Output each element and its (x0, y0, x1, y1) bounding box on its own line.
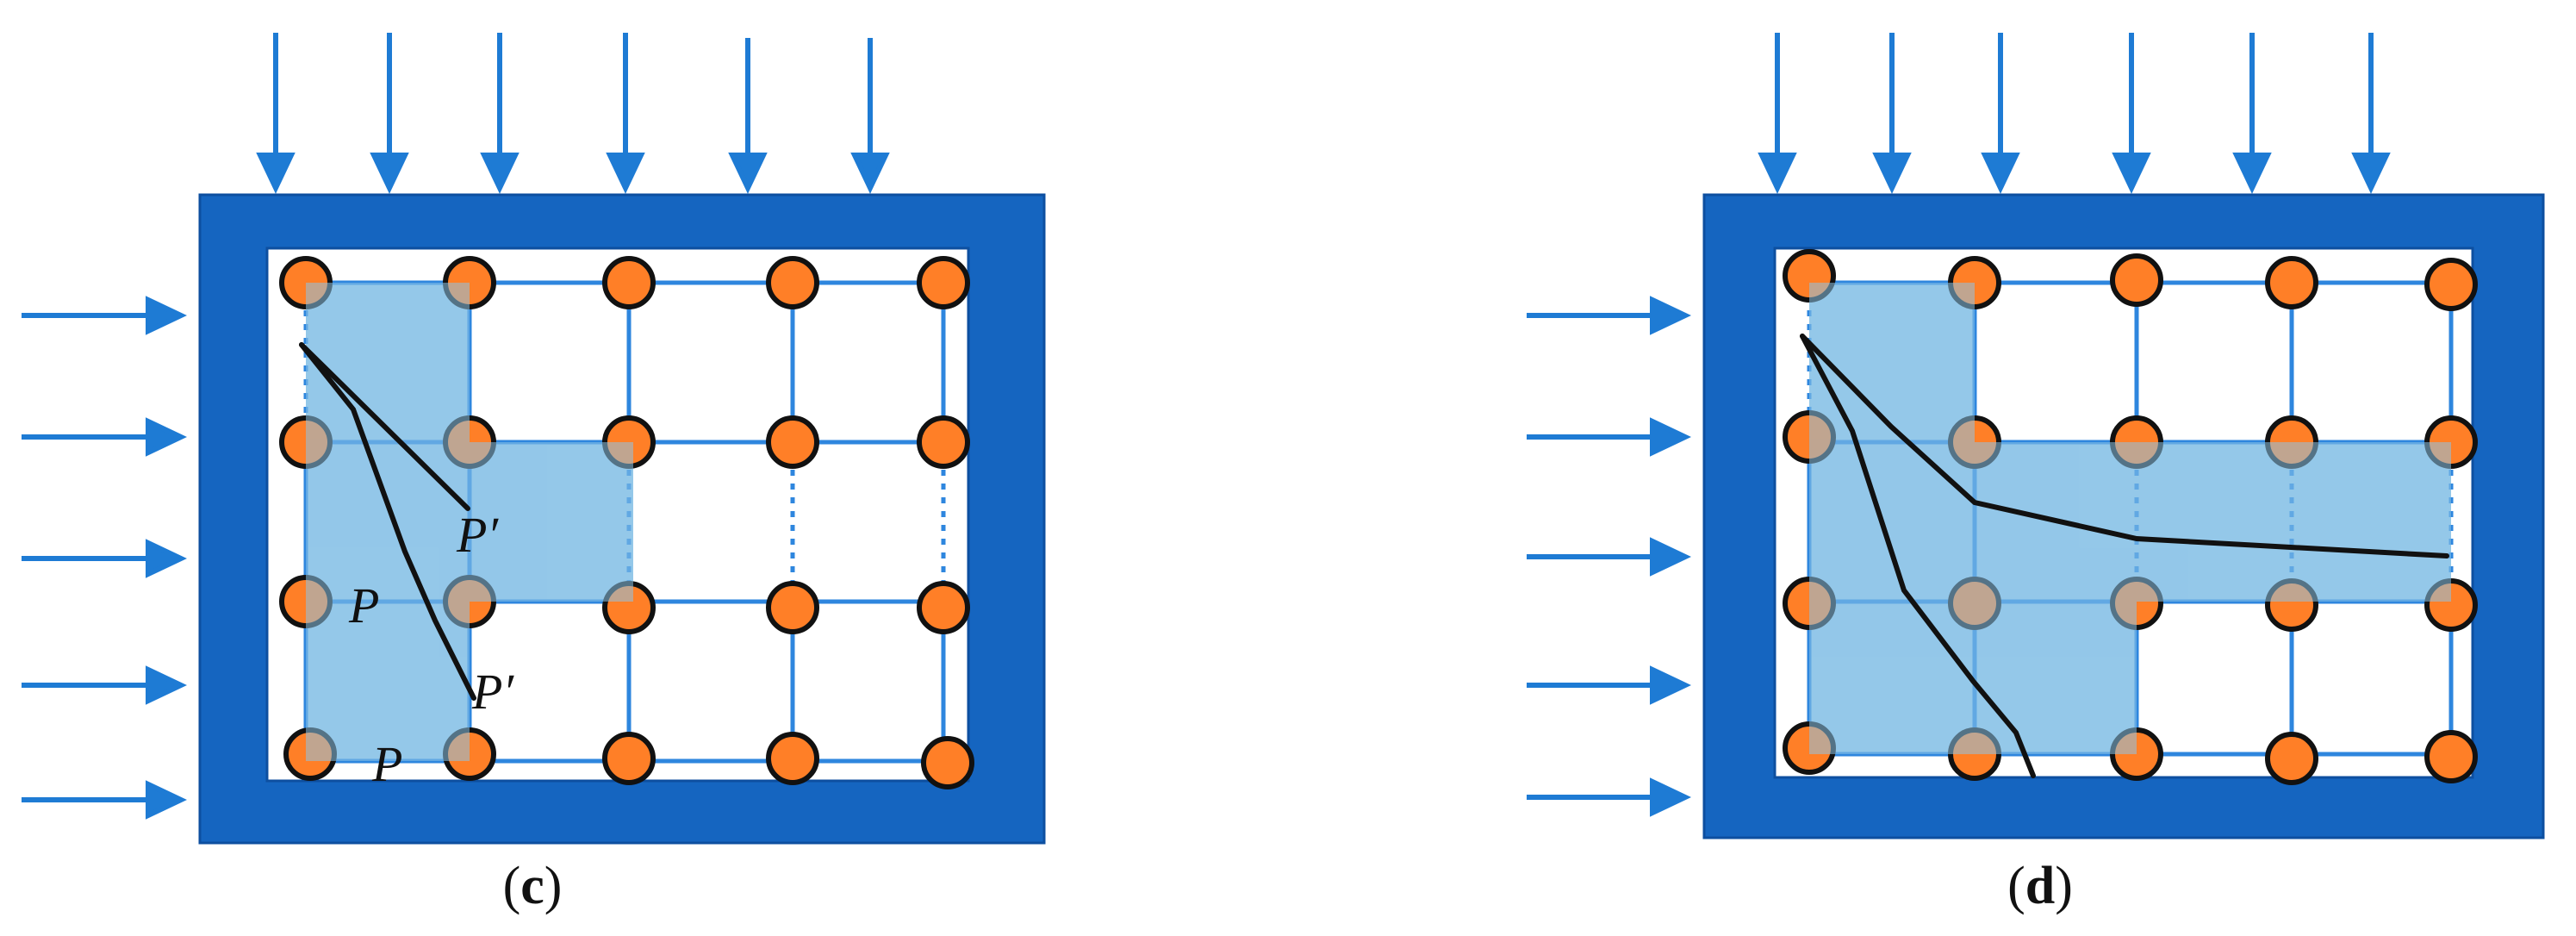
arrow-icon (22, 665, 188, 705)
particle-node (2265, 256, 2318, 309)
arrow-icon (22, 539, 188, 578)
arrow-icon (1981, 33, 2020, 195)
confinement-frame (1702, 193, 2545, 839)
arrow-icon (22, 780, 188, 820)
particle-node (766, 415, 819, 469)
highlight-overlay (1809, 283, 2451, 754)
arrow-icon (22, 417, 188, 457)
arrow-icon (728, 38, 768, 195)
arrow-icon (2112, 33, 2151, 195)
particle-node (766, 732, 819, 785)
point-label: P (348, 577, 379, 633)
point-label: P′ (471, 664, 514, 720)
trajectory-lines (1800, 334, 2449, 778)
particle-node (917, 581, 970, 634)
panel-d: (d) (1527, 33, 2545, 915)
panel-c: P′ P P′ P (c) (22, 33, 1046, 915)
arrow-icon (850, 38, 890, 195)
arrow-icon (1527, 777, 1692, 817)
particle-node (2424, 258, 2478, 311)
top-load-arrows (256, 33, 890, 195)
arrow-icon (1527, 296, 1692, 335)
particle-node (766, 581, 819, 634)
particle-node (2265, 732, 2318, 785)
arrow-icon (1872, 33, 1912, 195)
arrow-icon (1527, 417, 1692, 457)
particle-node (917, 256, 970, 309)
arrow-icon (2232, 33, 2272, 195)
confinement-frame (198, 193, 1046, 845)
panel-caption: (d) (2007, 857, 2073, 915)
arrow-icon (1758, 33, 1797, 195)
particle-node (2110, 253, 2163, 307)
arrow-icon (370, 33, 409, 195)
panel-caption: (c) (503, 857, 563, 915)
arrow-icon (22, 296, 188, 335)
arrow-icon (1527, 665, 1692, 705)
particle-node (602, 732, 656, 785)
arrow-icon (480, 33, 520, 195)
arrow-icon (256, 33, 296, 195)
left-load-arrows (22, 296, 188, 820)
top-load-arrows (1758, 33, 2391, 195)
point-label: P′ (456, 507, 499, 563)
particle-node (2424, 730, 2478, 783)
left-load-arrows (1527, 296, 1692, 817)
particle-node (766, 256, 819, 309)
arrow-icon (1527, 537, 1692, 577)
arrow-icon (2351, 33, 2391, 195)
particle-node (917, 415, 970, 469)
trajectory-lines (299, 342, 476, 701)
particle-node (921, 736, 974, 789)
point-label: P (371, 736, 402, 792)
arrow-icon (606, 33, 645, 195)
highlight-overlay (306, 283, 633, 761)
particle-node (602, 256, 656, 309)
